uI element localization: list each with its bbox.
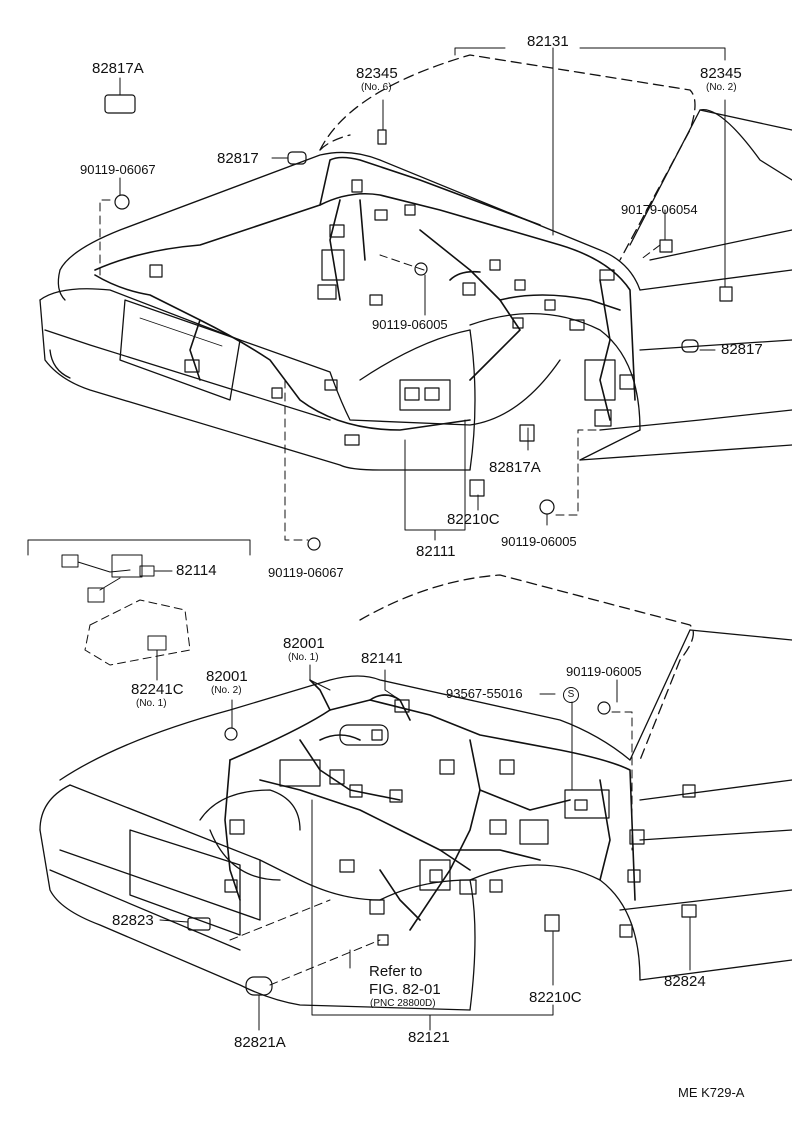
part-label-82114: 82114 [176,562,217,579]
part-label-82345-no2: 82345 [700,65,742,82]
part-label-82824: 82824 [664,973,706,990]
part-label-82345-no6: 82345 [356,65,398,82]
part-label-93567-55016: 93567-55016 [446,686,523,701]
bottom-leader-lines [159,664,691,1031]
part-label-90179-06054: 90179-06054 [621,202,698,217]
top-connectors [104,94,733,551]
part-label-82121: 82121 [408,1029,450,1046]
refer-text-line2: FIG. 82-01 [369,981,441,998]
part-sublabel-82345-no2: (No. 2) [706,82,737,93]
inset-bracket [27,539,251,681]
part-label-82817-right: 82817 [721,341,763,358]
part-label-90119-06005-mid: 90119-06005 [372,317,448,332]
refer-text-line3: (PNC 28800D) [370,998,436,1009]
part-sublabel-82345-no6: (No. 6) [361,82,392,93]
part-label-90119-06005-lower: 90119-06005 [501,534,577,549]
refer-text-line1: Refer to [369,963,423,980]
part-label-82111: 82111 [416,543,456,560]
top-wire-harness [94,156,636,431]
top-leader-lines [99,47,726,541]
part-label-82001-no2: 82001 [206,668,248,685]
part-label-82210C-top: 82210C [447,511,500,528]
part-label-82241C: 82241C [131,681,184,698]
part-label-82210C-bottom: 82210C [529,989,582,1006]
part-label-82821A: 82821A [234,1034,286,1051]
part-label-82817-left: 82817 [217,150,259,167]
part-label-82001-no1: 82001 [283,635,325,652]
bottom-wire-harness [224,679,636,931]
part-label-90119-06067-lower: 90119-06067 [268,565,344,580]
part-label-82131: 82131 [527,33,569,50]
part-label-90119-06067-top: 90119-06067 [80,162,156,177]
part-label-82817A-top: 82817A [92,60,144,77]
part-label-82817A-lower: 82817A [489,459,541,476]
part-label-82141: 82141 [361,650,403,667]
bottom-car-body [39,574,792,1011]
part-label-90119-06005-bottom: 90119-06005 [566,664,642,679]
part-sublabel-82001-no2: (No. 2) [211,685,242,696]
diagram-code: ME K729-A [678,1085,745,1100]
top-car-body [39,54,792,471]
part-sublabel-82241C: (No. 1) [136,698,167,709]
part-sublabel-82001-no1: (No. 1) [288,652,319,663]
part-label-82823: 82823 [112,912,154,929]
s-marker: S [563,687,579,703]
bottom-connectors [187,699,697,996]
